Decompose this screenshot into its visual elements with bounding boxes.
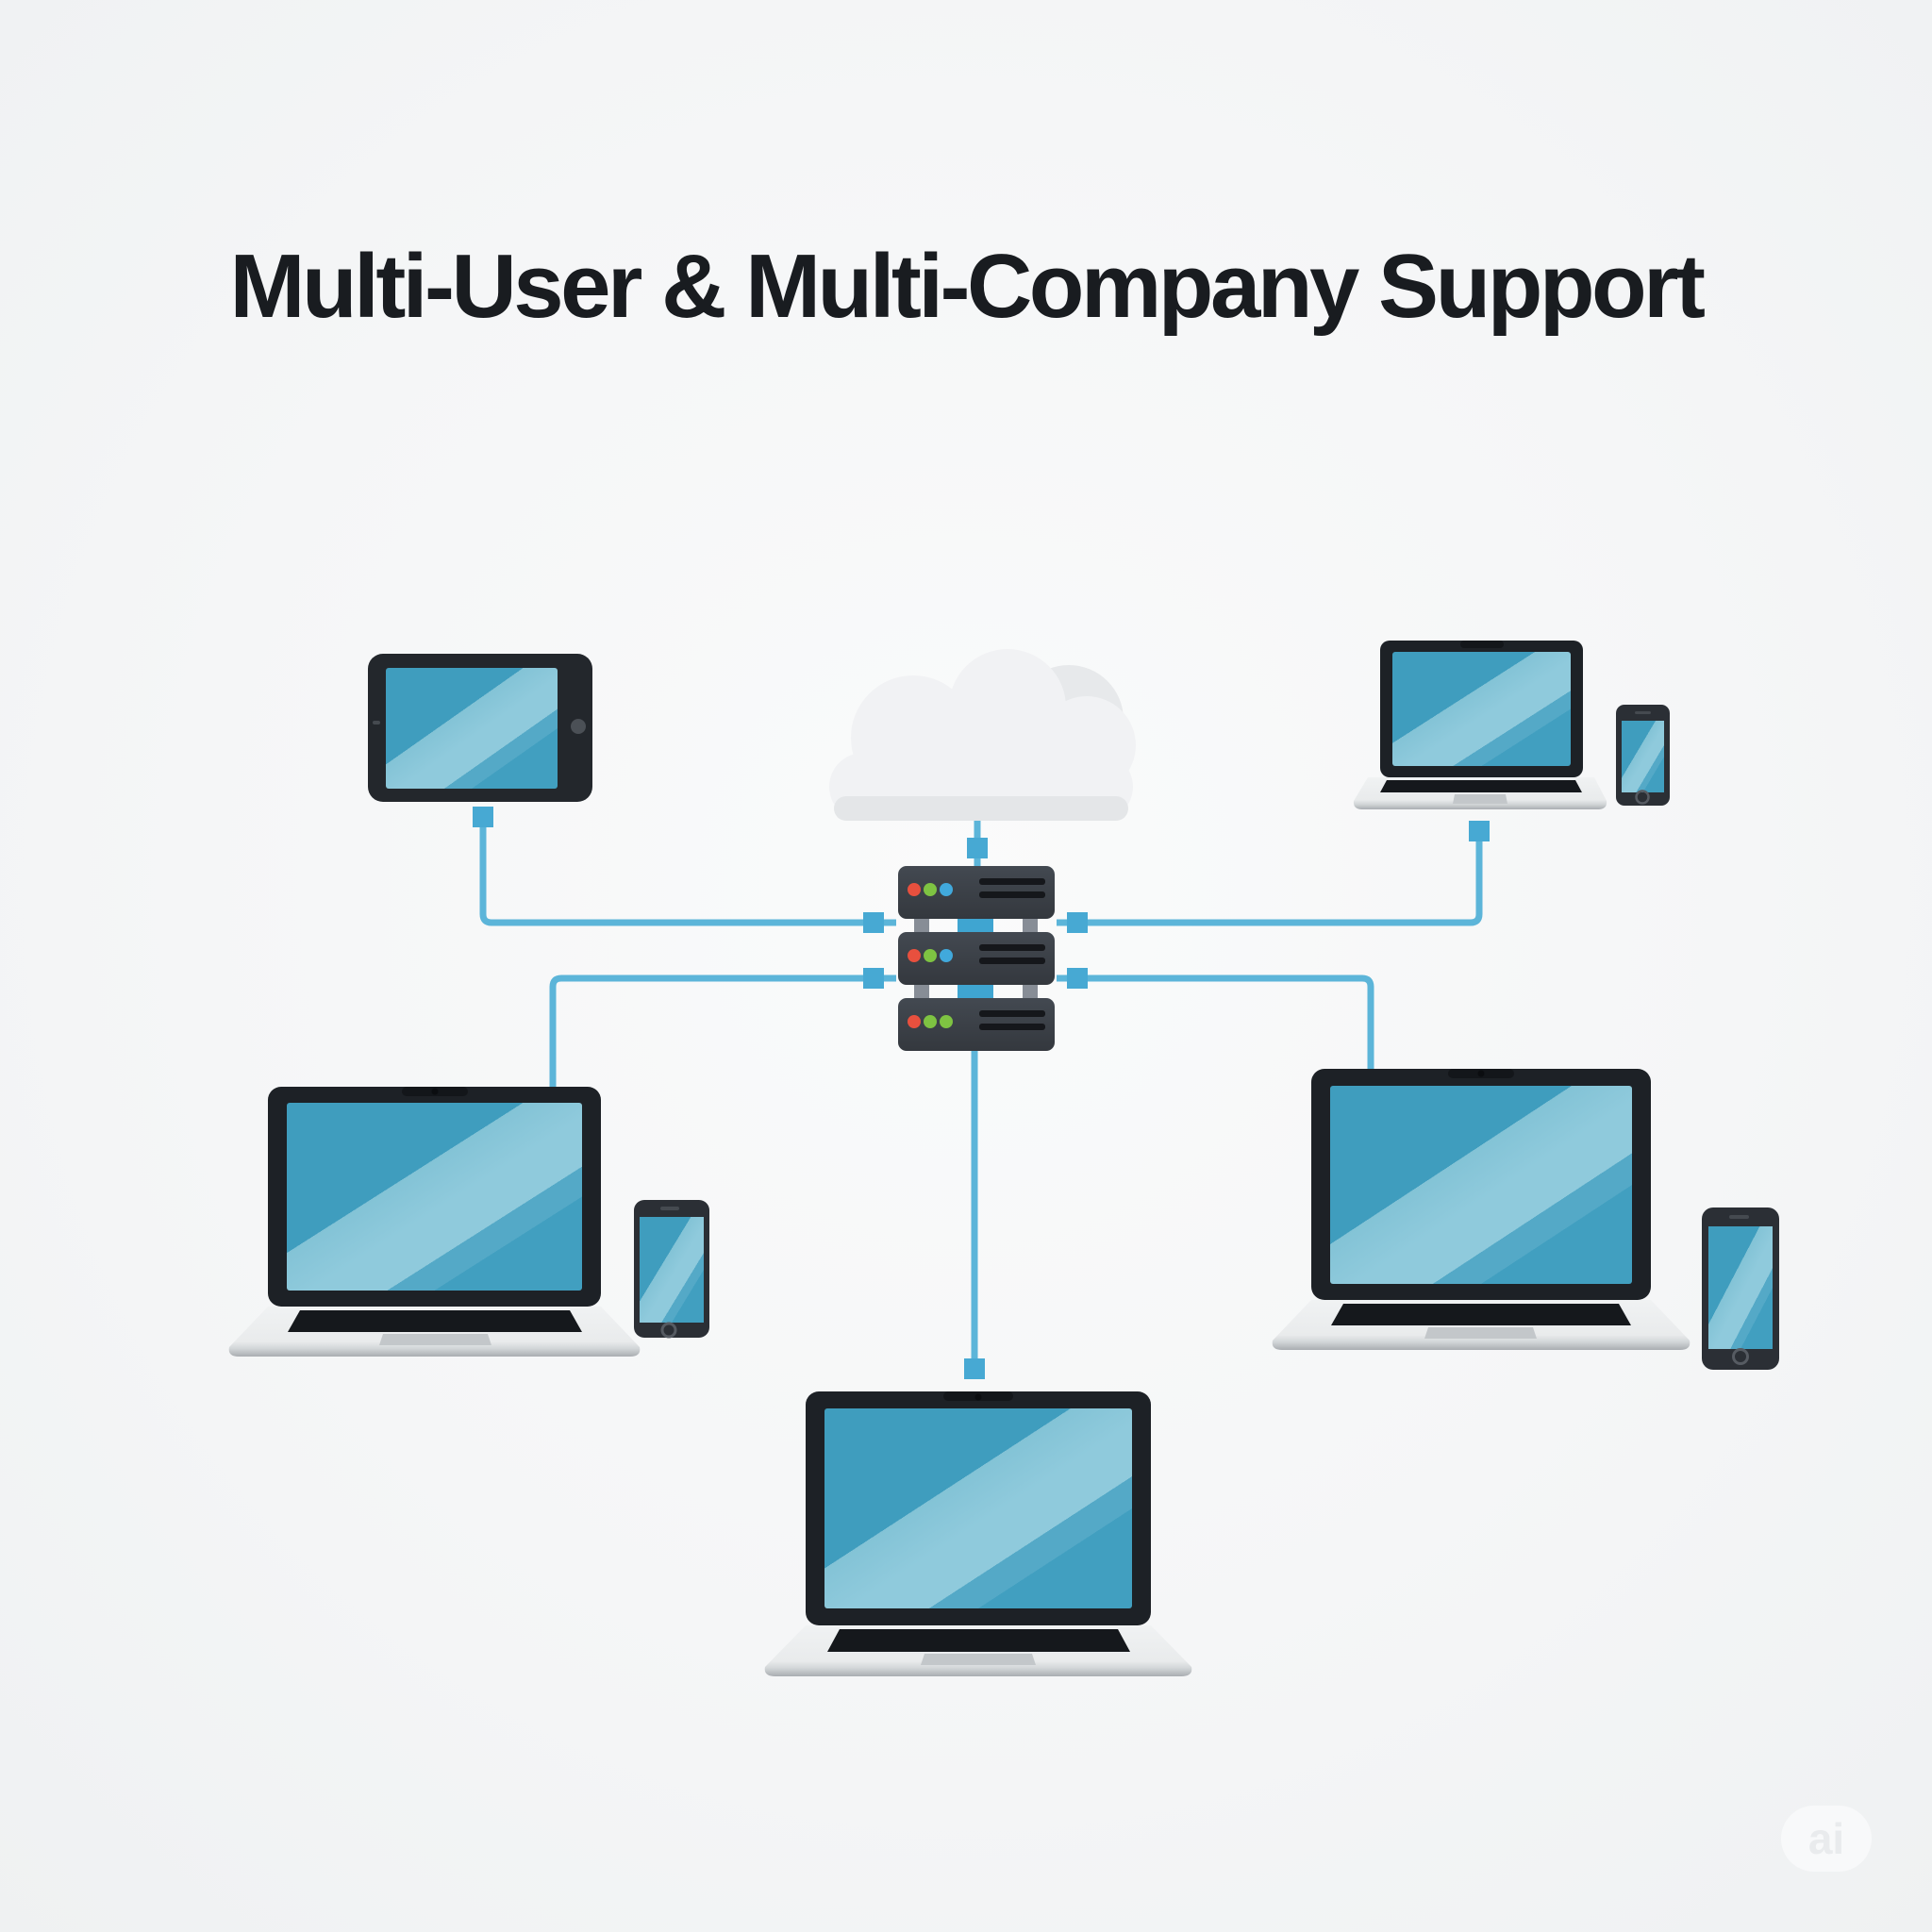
status-dot-green xyxy=(924,1015,937,1028)
server-connector xyxy=(914,981,929,1002)
speaker-slit xyxy=(1729,1215,1749,1219)
status-dot-green xyxy=(940,1015,953,1028)
keyboard-strip xyxy=(1380,780,1582,792)
smartphone-icon-mid-right xyxy=(1702,1208,1779,1370)
connection-node xyxy=(473,807,493,827)
cloud-lobe xyxy=(949,649,1066,766)
ai-watermark-badge: ai xyxy=(1781,1806,1872,1872)
smartphone-icon-mid-left xyxy=(634,1200,709,1339)
server-unit-3 xyxy=(898,998,1055,1051)
laptop-screen xyxy=(1330,1086,1632,1284)
connection-node xyxy=(1469,821,1490,841)
phone-screen xyxy=(1622,721,1664,792)
keyboard-strip xyxy=(1331,1304,1631,1325)
trackpad xyxy=(1453,794,1507,804)
ai-watermark-label: ai xyxy=(1807,1814,1845,1863)
connection-server-to-laptop-mid-right xyxy=(1057,974,1374,1072)
home-button xyxy=(1635,790,1650,805)
home-button xyxy=(660,1322,677,1339)
server-unit-1 xyxy=(898,866,1055,919)
laptop-icon-top-right xyxy=(1353,641,1607,809)
keyboard-strip xyxy=(827,1629,1130,1652)
connection-node xyxy=(1067,968,1088,989)
server-unit-2 xyxy=(898,932,1055,985)
laptop-icon-mid-left xyxy=(228,1087,641,1357)
status-dot-blue xyxy=(940,949,953,962)
server-stack-icon xyxy=(898,866,1055,1051)
server-slot xyxy=(979,878,1045,885)
status-dot-red xyxy=(908,949,921,962)
server-slot xyxy=(979,891,1045,898)
server-connector xyxy=(1023,915,1038,936)
phone-screen xyxy=(640,1217,704,1323)
connection-node xyxy=(964,1358,985,1379)
webcam-notch xyxy=(1460,641,1504,648)
server-slot xyxy=(979,958,1045,964)
webcam-icon xyxy=(431,1088,439,1095)
home-button xyxy=(571,719,586,734)
status-dot-red xyxy=(908,1015,921,1028)
server-connector-blue xyxy=(958,981,993,1002)
cloud-bottom-shade xyxy=(834,796,1128,821)
connection-server-to-laptop-mid-left xyxy=(549,974,896,1089)
cloud-icon xyxy=(829,649,1136,821)
connection-node xyxy=(967,838,988,858)
trackpad xyxy=(1424,1327,1537,1339)
laptop-icon-mid-right xyxy=(1272,1069,1690,1350)
status-dot-green xyxy=(924,949,937,962)
webcam-icon xyxy=(1477,1070,1485,1077)
keyboard-strip xyxy=(288,1310,582,1332)
smartphone-icon-top-right xyxy=(1616,705,1670,806)
connection-node xyxy=(863,912,884,933)
page-title: Multi-User & Multi-Company Support xyxy=(229,236,1706,337)
webcam-icon xyxy=(974,1393,982,1401)
laptop-icon-bottom xyxy=(764,1391,1192,1676)
server-connector xyxy=(914,915,929,936)
status-dot-red xyxy=(908,883,921,896)
phone-screen xyxy=(1708,1226,1773,1349)
trackpad xyxy=(921,1654,1036,1665)
laptop-screen xyxy=(287,1103,582,1291)
status-dot-blue xyxy=(940,883,953,896)
home-button xyxy=(1732,1348,1749,1365)
server-connector-blue xyxy=(958,915,993,936)
speaker-slit xyxy=(1635,711,1651,714)
status-dot-green xyxy=(924,883,937,896)
laptop-screen xyxy=(1392,652,1571,766)
connection-node xyxy=(1067,912,1088,933)
trackpad xyxy=(379,1334,491,1345)
connection-server-to-tablet xyxy=(479,824,896,926)
server-slot xyxy=(979,944,1045,951)
connection-server-to-laptop-top-right xyxy=(1057,840,1483,926)
server-slot xyxy=(979,1024,1045,1030)
tablet-screen xyxy=(386,668,558,789)
connection-lines xyxy=(473,807,1490,1379)
camera-icon xyxy=(373,721,380,724)
server-slot xyxy=(979,1010,1045,1017)
tablet-icon xyxy=(368,654,592,802)
connection-node xyxy=(863,968,884,989)
server-connector xyxy=(1023,981,1038,1002)
laptop-screen xyxy=(824,1408,1132,1608)
speaker-slit xyxy=(660,1207,679,1210)
